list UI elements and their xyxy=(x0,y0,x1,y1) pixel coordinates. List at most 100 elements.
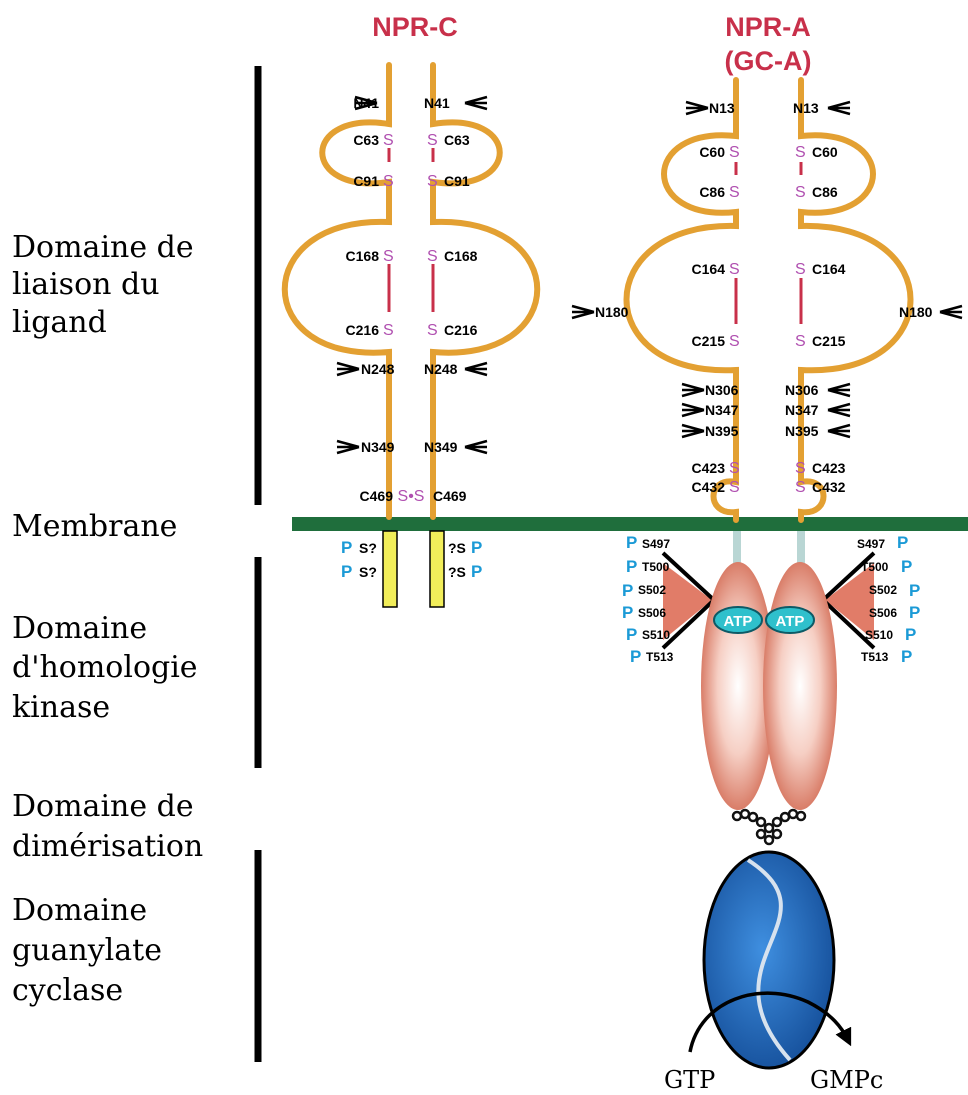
npr-a-right-stalk xyxy=(797,531,805,563)
npr-a-cys-label: C215 xyxy=(692,333,726,349)
npr-c-s-glyph: S xyxy=(427,322,438,339)
npr-a-phospho-site: T513 xyxy=(646,650,674,664)
npr-c-site-label: ?S xyxy=(448,540,466,556)
label-kinase-3: kinase xyxy=(12,690,110,725)
npr-a-phosphate-icon: P xyxy=(909,603,920,622)
npr-a-s-glyph: S xyxy=(795,261,806,278)
label-kinase-2: d'homologie xyxy=(12,650,198,685)
npr-a-cys-label: C60 xyxy=(812,144,838,160)
npr-a-glyc-label: N13 xyxy=(793,100,819,116)
npr-c-cys-label: C216 xyxy=(444,322,478,338)
npr-a-cys-label: C432 xyxy=(812,479,846,495)
npr-c-intersubunit-disulfide: S•S xyxy=(398,488,425,505)
npr-a-phosphate-icon: P xyxy=(626,557,637,576)
npr-a-s-glyph: S xyxy=(795,333,806,350)
npr-a-phospho-site: S502 xyxy=(638,583,666,597)
npr-c-phosphate-icon: P xyxy=(341,538,352,557)
npr-c-phosphate-icon: P xyxy=(471,562,482,581)
npr-a-phosphate-icon: P xyxy=(630,647,641,666)
npr-a-substrate-label: GTP xyxy=(664,1066,715,1094)
npr-a-s-glyph: S xyxy=(729,184,740,201)
npr-c-cys-label: C168 xyxy=(444,248,478,264)
npr-c-s-glyph: S xyxy=(427,173,438,190)
npr-c-right-tail xyxy=(430,531,444,607)
label-kinase-1: Domaine xyxy=(12,611,147,646)
npr-a-glyc-label: N180 xyxy=(595,304,629,320)
npr-c-left-tail xyxy=(383,531,397,607)
npr-a-receptor: S S S S S S S S S S S S C60 C60 C86 C86 … xyxy=(572,80,962,1094)
npr-a-s-glyph: S xyxy=(795,184,806,201)
npr-a-s-glyph: S xyxy=(795,479,806,496)
npr-a-cys-label: C432 xyxy=(692,479,726,495)
label-ligand-binding-1: Domaine de xyxy=(12,230,194,265)
npr-c-cys-label: C91 xyxy=(444,173,470,189)
npr-c-glyc-label: N41 xyxy=(424,95,450,111)
npr-c-cys-label: C91 xyxy=(353,173,379,189)
npr-c-glyc-label: N349 xyxy=(424,439,458,455)
npr-a-glyc-label: N306 xyxy=(705,382,739,398)
npr-a-phospho-site: T500 xyxy=(861,560,889,574)
npr-a-cys-label: C423 xyxy=(692,460,726,476)
npr-a-s-glyph: S xyxy=(729,261,740,278)
npr-c-phosphate-icon: P xyxy=(341,562,352,581)
npr-a-s-glyph: S xyxy=(729,479,740,496)
label-dimerisation-1: Domaine de xyxy=(12,789,194,824)
label-dimerisation-2: dimérisation xyxy=(12,829,203,864)
npr-a-cyclase-domain xyxy=(704,852,834,1068)
npr-c-glyc-label: N248 xyxy=(361,361,395,377)
npr-a-phosphate-icon: P xyxy=(622,603,633,622)
npr-c-glycosylation-marker xyxy=(337,97,487,453)
npr-a-title: NPR-A xyxy=(725,12,811,42)
npr-a-phosphate-icon: P xyxy=(626,533,637,552)
npr-a-atp-label: ATP xyxy=(776,613,805,630)
npr-a-glyc-label: N306 xyxy=(785,382,819,398)
npr-a-phosphate-icon: P xyxy=(622,581,633,600)
label-cyclase-2: guanylate xyxy=(12,933,162,968)
label-ligand-binding-3: ligand xyxy=(12,305,107,340)
npr-c-s-glyph: S xyxy=(383,248,394,265)
npr-c-cys-label: C469 xyxy=(360,488,394,504)
npr-c-glyc-label: N349 xyxy=(361,439,395,455)
npr-c-cys-label: C63 xyxy=(444,132,470,148)
npr-a-dimerisation-coil xyxy=(733,810,805,844)
npr-a-phospho-site: S497 xyxy=(642,537,670,551)
npr-a-atp-label: ATP xyxy=(724,613,753,630)
npr-c-s-glyph: S xyxy=(383,322,394,339)
npr-c-cys-label: C168 xyxy=(346,248,380,264)
npr-a-s-glyph: S xyxy=(795,460,806,477)
npr-a-phosphate-icon: P xyxy=(901,647,912,666)
npr-a-phosphate-icon: P xyxy=(905,625,916,644)
npr-c-s-glyph: S xyxy=(427,248,438,265)
npr-a-s-glyph: S xyxy=(795,144,806,161)
npr-a-cys-label: C164 xyxy=(812,261,846,277)
npr-a-glyc-label: N347 xyxy=(705,402,739,418)
npr-a-product-label: GMPc xyxy=(810,1066,883,1094)
npr-a-glyc-label: N180 xyxy=(899,304,933,320)
npr-c-s-glyph: S xyxy=(383,173,394,190)
cell-membrane xyxy=(292,517,968,531)
label-membrane: Membrane xyxy=(12,509,177,544)
npr-c-cys-label: C63 xyxy=(353,132,379,148)
npr-a-phospho-site: T500 xyxy=(642,560,670,574)
npr-a-left-stalk xyxy=(733,531,741,563)
npr-a-phospho-site: S506 xyxy=(869,606,897,620)
npr-a-glyc-label: N395 xyxy=(705,423,739,439)
npr-a-glyc-label: N13 xyxy=(709,100,735,116)
npr-a-phosphate-icon: P xyxy=(901,557,912,576)
npr-a-cys-label: C86 xyxy=(699,184,725,200)
npr-c-cys-label: C469 xyxy=(433,488,467,504)
npr-a-cys-label: C60 xyxy=(699,144,725,160)
npr-a-phospho-site: S497 xyxy=(857,537,885,551)
npr-c-site-label: S? xyxy=(359,540,377,556)
npr-a-cys-label: C164 xyxy=(692,261,726,277)
npr-a-right-kinase-domain xyxy=(763,562,837,810)
npr-a-cys-label: C215 xyxy=(812,333,846,349)
npr-a-phosphate-icon: P xyxy=(626,625,637,644)
npr-a-phospho-site: S510 xyxy=(642,628,670,642)
npr-a-phospho-site: T513 xyxy=(861,650,889,664)
npr-c-glyc-label: N248 xyxy=(424,361,458,377)
npr-a-glyc-label: N347 xyxy=(785,402,819,418)
npr-c-s-glyph: S xyxy=(383,132,394,149)
npr-a-cys-label: C423 xyxy=(812,460,846,476)
